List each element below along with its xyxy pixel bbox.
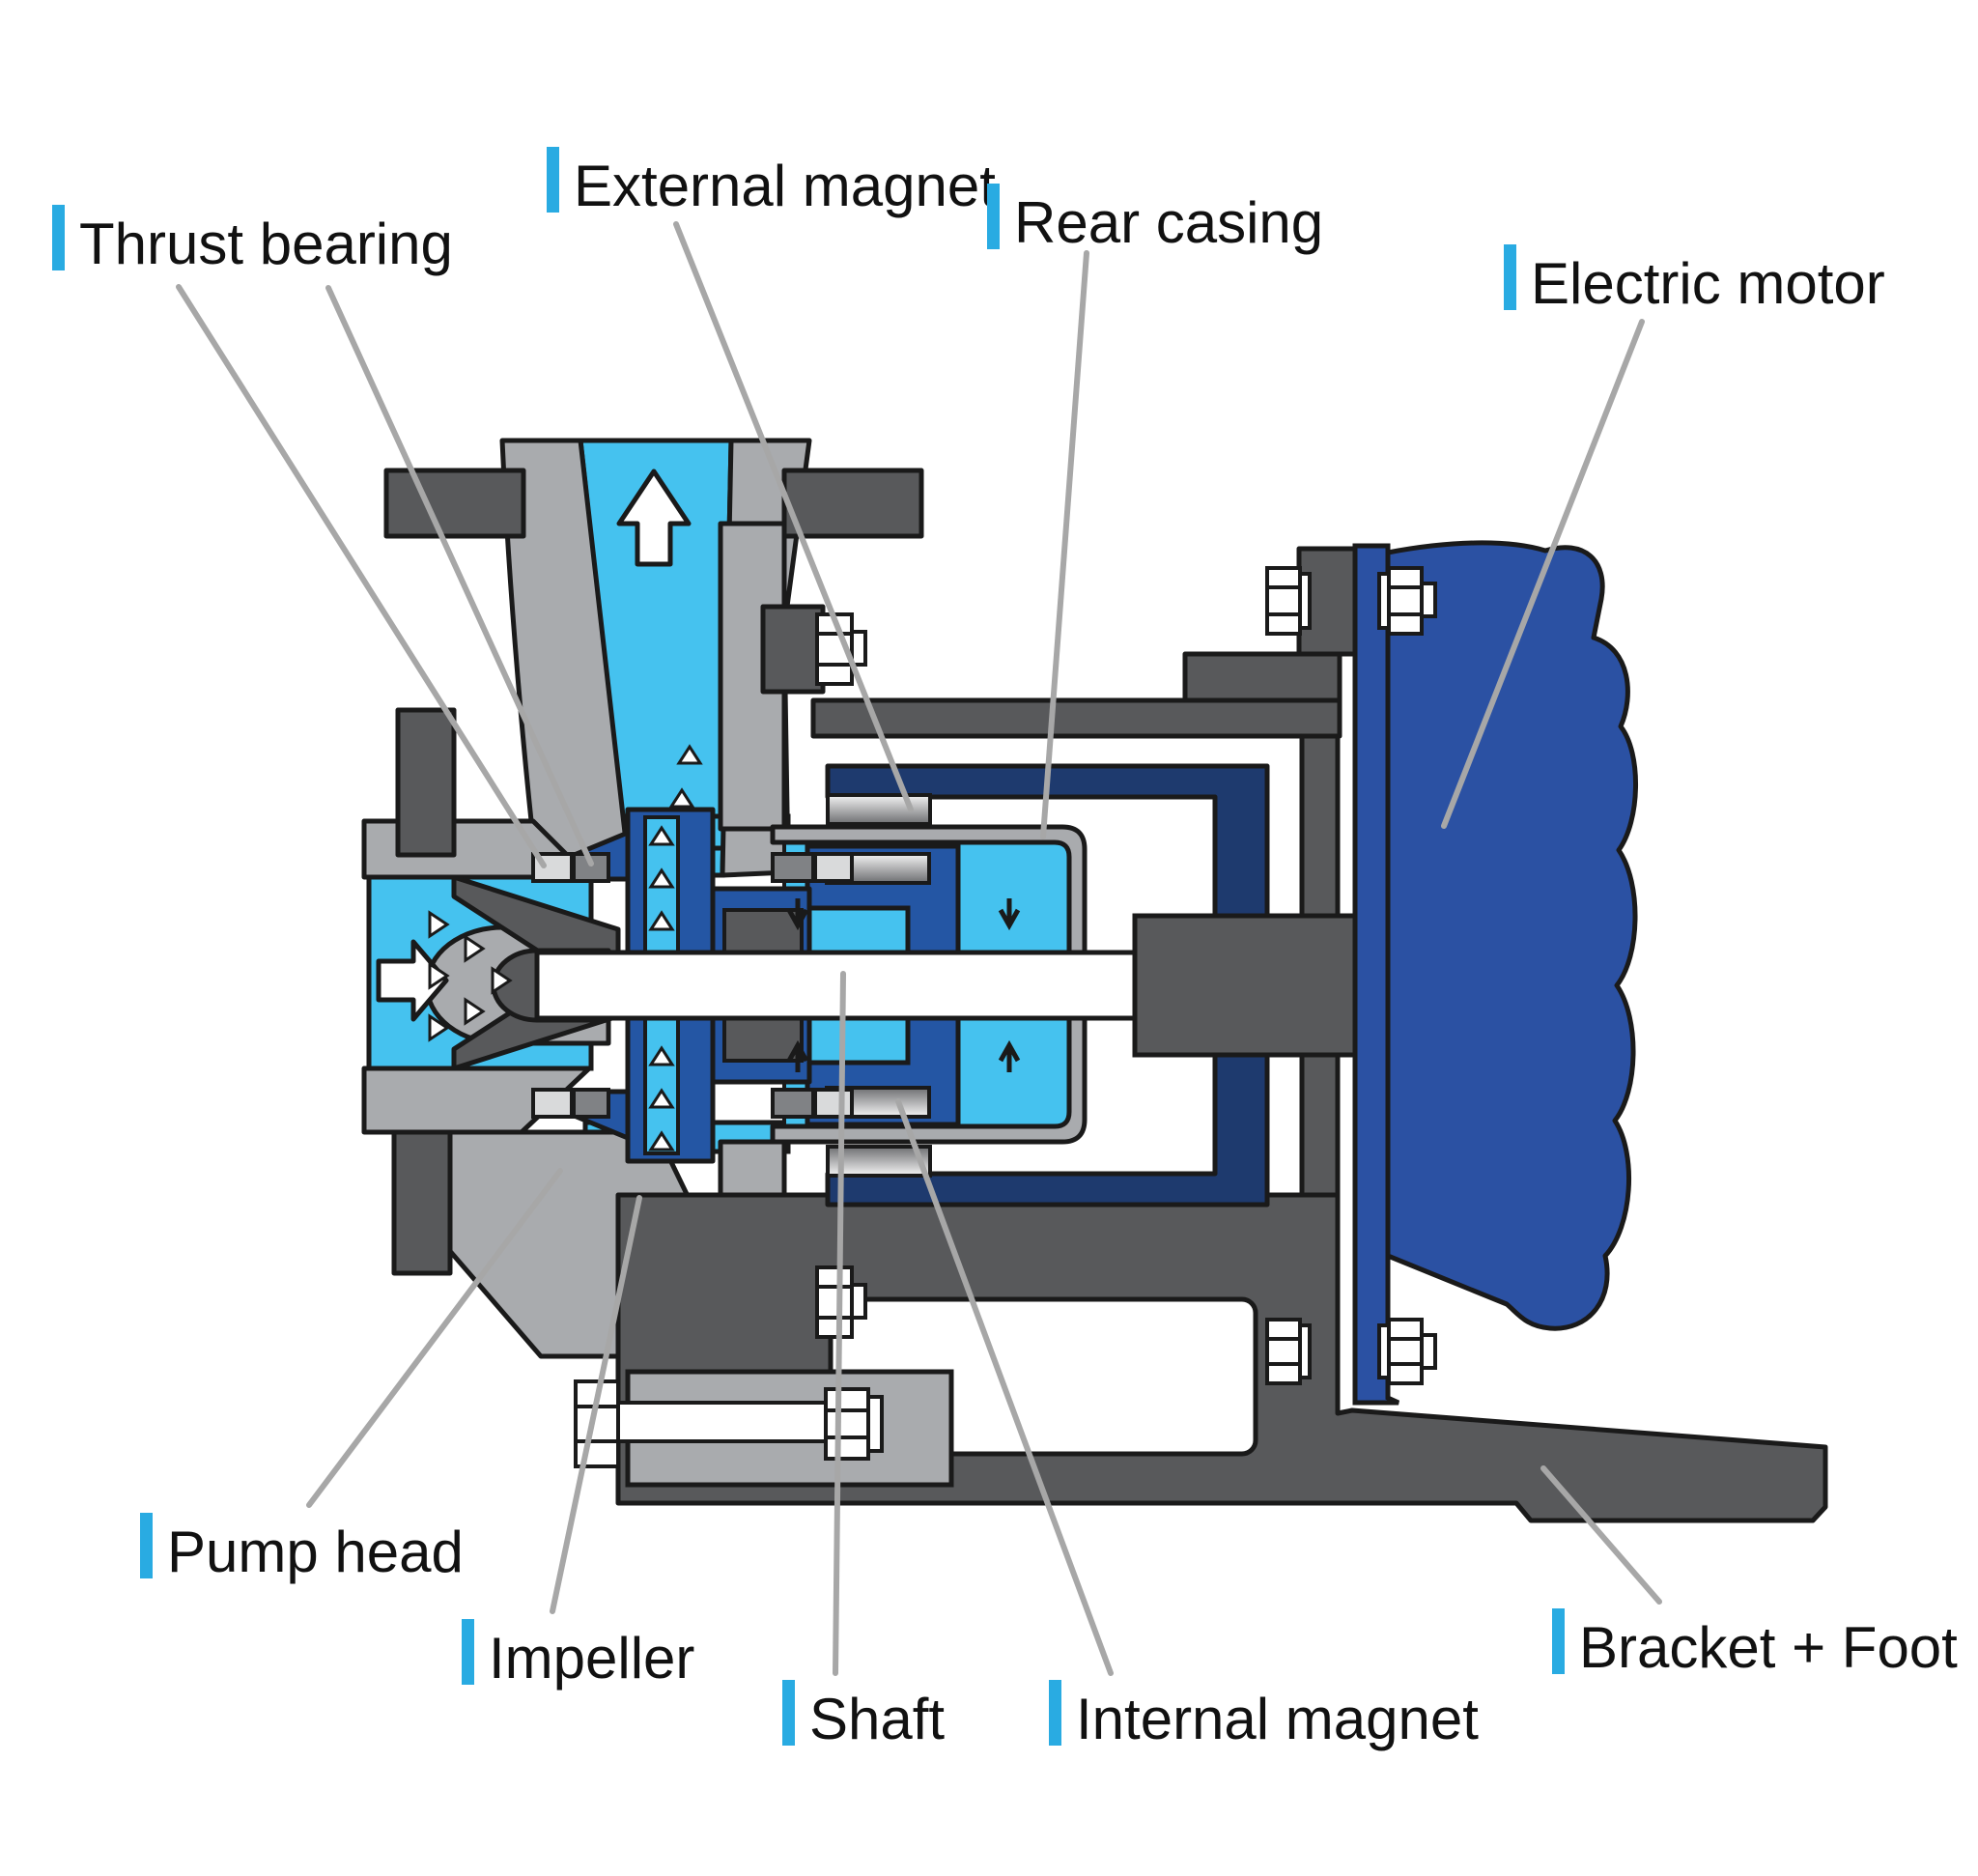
flow-triangle bbox=[648, 1088, 675, 1109]
flow-arrow-up-icon bbox=[616, 469, 692, 567]
label-accent-bar bbox=[462, 1619, 474, 1685]
thrust-bearing-washer-right-light bbox=[813, 852, 854, 883]
pump-foot-bolt bbox=[574, 1379, 884, 1468]
leader-impeller bbox=[550, 1195, 642, 1614]
flow-triangle bbox=[648, 867, 675, 889]
flow-triangle bbox=[428, 910, 450, 939]
motor-shaft-hub bbox=[1132, 913, 1363, 1058]
suction-flange-lower bbox=[391, 1129, 453, 1276]
thrust-bearing-washer-right-light-2 bbox=[813, 1088, 854, 1119]
flow-triangle bbox=[428, 1013, 450, 1042]
motor-flange-bolt-top bbox=[1377, 566, 1437, 636]
flow-triangle bbox=[648, 825, 675, 846]
casing-clamp-top bbox=[760, 604, 826, 695]
flow-arrow-right-icon bbox=[376, 939, 449, 1022]
circulation-arrow-up bbox=[786, 1039, 809, 1072]
label-pump-head: Pump head bbox=[140, 1513, 464, 1584]
label-internal-magnet-text: Internal magnet bbox=[1076, 1687, 1479, 1751]
label-accent-bar bbox=[52, 205, 65, 270]
label-external-magnet: External magnet bbox=[547, 147, 996, 218]
circulation-arrow-down bbox=[998, 898, 1021, 931]
label-thrust-bearing-text: Thrust bearing bbox=[79, 212, 453, 276]
bracket-bolt-top bbox=[1265, 566, 1312, 636]
leader-shaft bbox=[833, 971, 846, 1676]
bracket-bolt-bottom bbox=[1265, 1318, 1312, 1385]
leader-pump-head bbox=[306, 1168, 563, 1508]
bracket-arm bbox=[810, 697, 1342, 739]
flow-triangle bbox=[648, 910, 675, 931]
label-shaft: Shaft bbox=[782, 1680, 945, 1751]
label-accent-bar bbox=[547, 147, 559, 213]
leader-bracket-foot bbox=[1540, 1465, 1662, 1605]
label-electric-motor: Electric motor bbox=[1504, 244, 1885, 316]
label-electric-motor-text: Electric motor bbox=[1531, 251, 1885, 316]
flow-triangle bbox=[464, 997, 486, 1026]
circulation-arrow-down bbox=[786, 898, 809, 931]
leader-rear-casing bbox=[1040, 250, 1089, 839]
electric-motor-body bbox=[1385, 540, 1638, 1331]
label-thrust-bearing: Thrust bearing bbox=[52, 205, 453, 276]
flow-triangle bbox=[648, 1045, 675, 1066]
casing-bolt-bottom bbox=[815, 1265, 867, 1339]
label-impeller-text: Impeller bbox=[489, 1626, 694, 1691]
circulation-arrow-up bbox=[998, 1039, 1021, 1072]
label-accent-bar bbox=[1049, 1680, 1061, 1746]
leader-internal-magnet bbox=[895, 1098, 1114, 1676]
label-bracket-foot: Bracket + Foot bbox=[1552, 1608, 1958, 1680]
leader-electric-motor bbox=[1441, 319, 1645, 829]
label-external-magnet-text: External magnet bbox=[574, 154, 996, 218]
shaft bbox=[534, 950, 1143, 1021]
flow-triangle bbox=[491, 966, 513, 995]
flow-triangle bbox=[648, 1130, 675, 1151]
thrust-bearing-washer-left-dark-2 bbox=[572, 1088, 610, 1119]
label-rear-casing: Rear casing bbox=[987, 184, 1323, 255]
label-accent-bar bbox=[987, 184, 1000, 249]
bracket-arm-step bbox=[1182, 651, 1342, 703]
suction-flange-upper bbox=[395, 707, 457, 858]
thrust-bearing-washer-right-dark bbox=[771, 852, 815, 883]
leader-thrust-bearing-2 bbox=[325, 285, 594, 867]
external-magnet-block-top bbox=[826, 793, 932, 826]
external-magnet-block-bottom bbox=[826, 1145, 932, 1178]
label-internal-magnet: Internal magnet bbox=[1049, 1680, 1479, 1751]
label-accent-bar bbox=[782, 1680, 795, 1746]
discharge-flange-left bbox=[383, 468, 526, 539]
leader-external-magnet bbox=[673, 221, 914, 812]
flow-triangle bbox=[464, 934, 486, 963]
motor-flange-bolt-bottom bbox=[1377, 1318, 1437, 1385]
label-shaft-text: Shaft bbox=[809, 1687, 945, 1751]
flow-triangle bbox=[428, 961, 450, 990]
thrust-bearing-washer-right-dark-2 bbox=[771, 1088, 815, 1119]
discharge-flange-right bbox=[781, 468, 924, 539]
rear-casing bbox=[770, 824, 1088, 1145]
flow-triangle bbox=[668, 787, 695, 809]
thrust-bearing-washer-left-light-2 bbox=[531, 1088, 574, 1119]
label-accent-bar bbox=[1504, 244, 1516, 310]
leader-thrust-bearing-1 bbox=[176, 284, 547, 868]
flow-triangle bbox=[676, 744, 703, 765]
label-pump-head-text: Pump head bbox=[167, 1520, 464, 1584]
shaft-spacer-top bbox=[722, 908, 804, 954]
label-rear-casing-text: Rear casing bbox=[1014, 190, 1323, 255]
label-accent-bar bbox=[1552, 1608, 1565, 1674]
label-impeller: Impeller bbox=[462, 1619, 694, 1691]
electric-motor-flange bbox=[1352, 543, 1400, 1406]
label-bracket-foot-text: Bracket + Foot bbox=[1579, 1615, 1958, 1680]
label-accent-bar bbox=[140, 1513, 153, 1578]
